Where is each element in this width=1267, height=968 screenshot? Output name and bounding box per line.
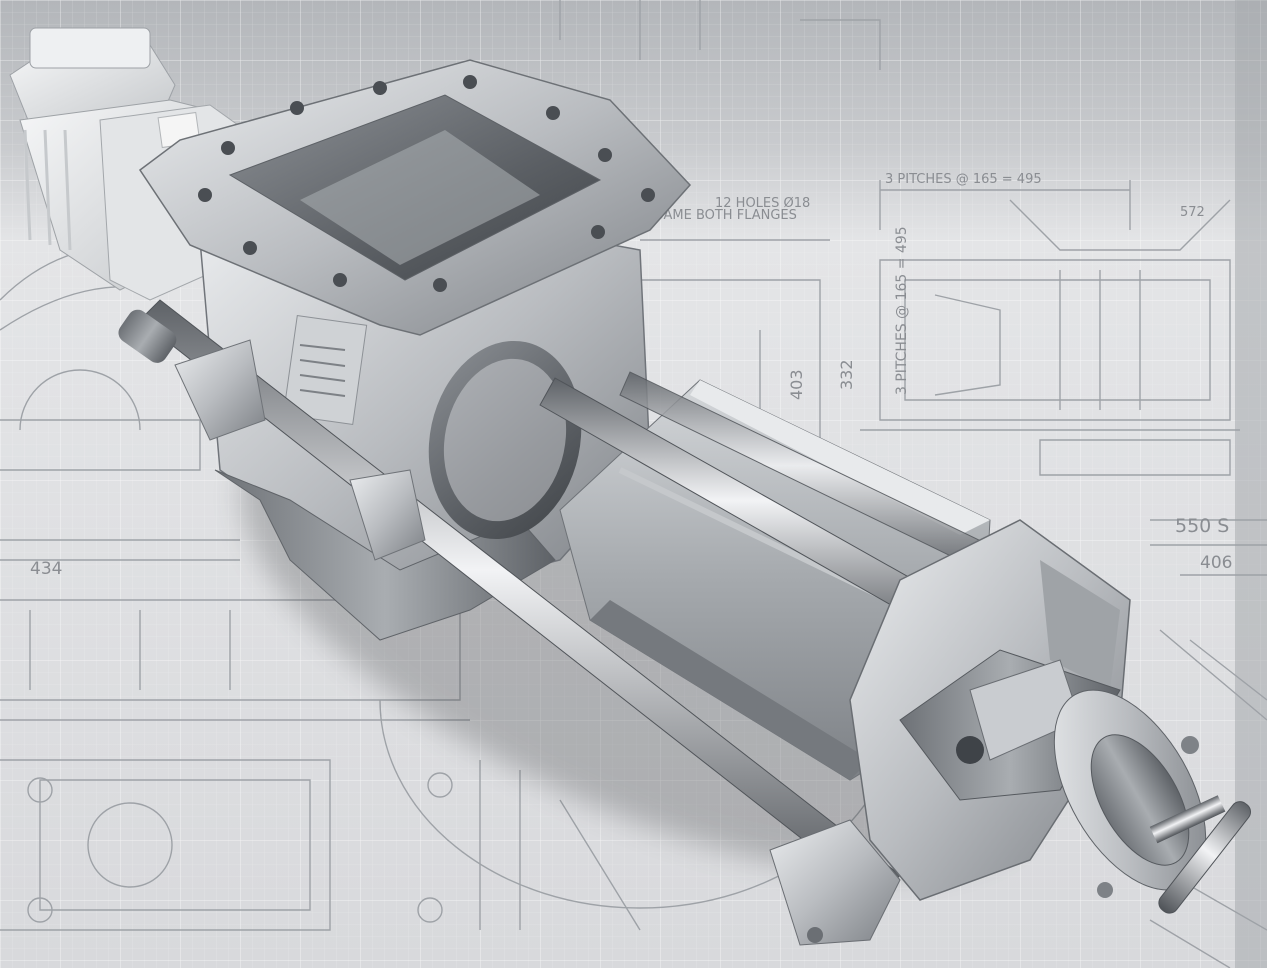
valve-nameplate xyxy=(282,315,368,425)
grease-port xyxy=(956,736,984,764)
dim-406: 406 xyxy=(1200,553,1232,573)
dimension-labels: 3 PITCHES @ 165 = 495 12 HOLES Ø18 SAME … xyxy=(30,172,1232,579)
dim-550: 550 S xyxy=(1175,515,1229,537)
rod-end-cap xyxy=(118,309,177,363)
dim-572: 572 xyxy=(1180,205,1205,220)
dim-holes-line1: 12 HOLES Ø18 xyxy=(715,196,810,211)
guide-rods xyxy=(118,299,1011,901)
dim-pitches-top: 3 PITCHES @ 165 = 495 xyxy=(885,172,1042,187)
end-plate-foot xyxy=(769,819,901,946)
dim-pitches-vertical: 3 PITCHES @ 165 = 495 xyxy=(894,226,910,395)
dim-332: 332 xyxy=(837,359,856,390)
bolt xyxy=(807,927,823,943)
flange-bolt-holes xyxy=(198,75,655,292)
dim-403: 403 xyxy=(787,369,806,400)
rod-bearing-block xyxy=(174,339,266,441)
rod-bearing-block-lower xyxy=(349,469,426,561)
terminal-box xyxy=(29,27,151,69)
adjustment-screw xyxy=(1149,795,1226,844)
dim-holes-line2: SAME BOTH FLANGES xyxy=(655,208,797,223)
bearing-assembly xyxy=(899,649,1251,914)
t-handle xyxy=(1158,801,1251,914)
dim-434: 434 xyxy=(30,559,62,579)
bolt xyxy=(1097,882,1113,898)
inlet-flange xyxy=(138,59,692,336)
valve-housing xyxy=(199,209,651,641)
bolt xyxy=(1181,736,1199,754)
